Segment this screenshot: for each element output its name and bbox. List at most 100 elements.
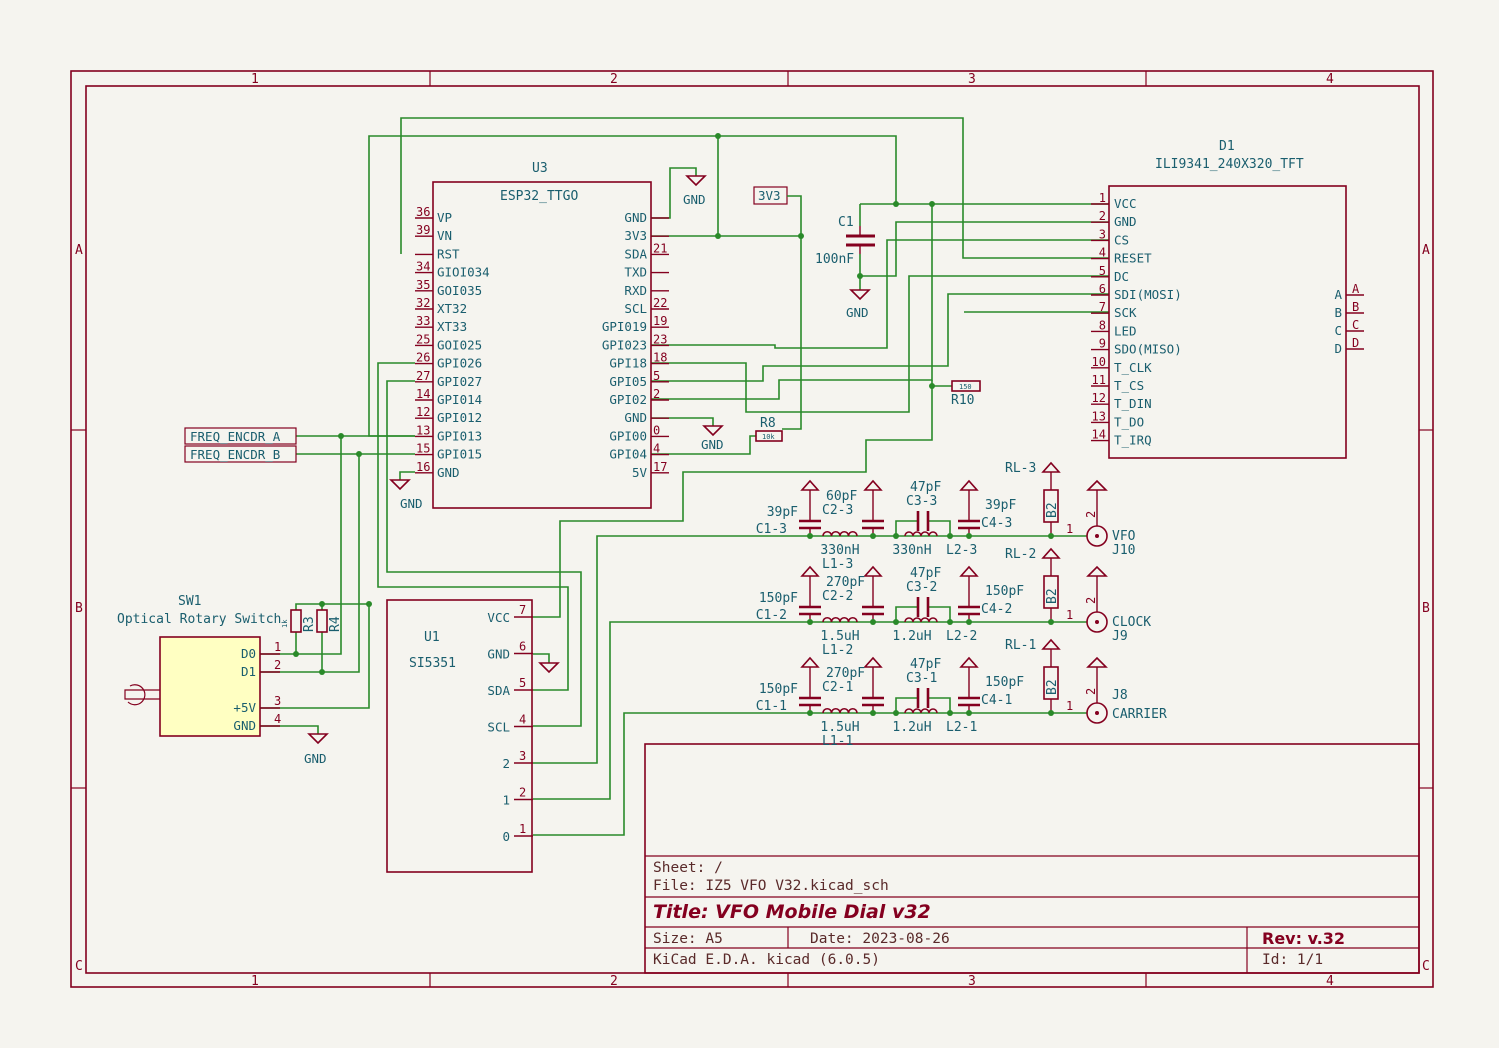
coax-pin-2: 2	[1084, 511, 1098, 518]
u3-pin-number: 4	[653, 442, 660, 456]
junction	[893, 710, 899, 716]
c2-value: 270pF	[826, 666, 865, 681]
u1-pin-name: 0	[502, 829, 510, 844]
c3-value: 47pF	[910, 566, 941, 581]
tb-title: Title: VFO Mobile Dial v32	[653, 901, 931, 923]
d1-side-pin-number: A	[1352, 282, 1360, 296]
u3-pin-name: 3V3	[624, 228, 647, 243]
d1-side-pin-name: B	[1334, 305, 1342, 320]
c3-wire	[895, 520, 918, 536]
d1-pin-name: SDO(MISO)	[1114, 342, 1182, 357]
rl-value: B2	[1045, 502, 1060, 518]
col-label-top-2: 2	[610, 72, 618, 87]
coax-center	[1095, 620, 1099, 624]
l2-ref: L2-2	[946, 629, 977, 644]
junctions	[293, 133, 935, 675]
tb-rev: Rev: v.32	[1262, 929, 1345, 948]
u3-pin-name: GND	[437, 465, 460, 480]
r3-r4-resistors: R3 R4 1k	[281, 609, 343, 633]
coax-pin-1: 1	[1066, 608, 1073, 622]
c4-ref: C4-3	[981, 516, 1012, 531]
c1-value: 39pF	[767, 505, 798, 520]
d1-pin-name: RESET	[1114, 251, 1152, 266]
v33-label: 3V3	[753, 186, 802, 236]
gnd-icon	[959, 565, 979, 577]
junction	[947, 533, 953, 539]
u1-pin-name: SDA	[487, 683, 510, 698]
r8-value: 10k	[762, 433, 775, 441]
d1-side-pin-name: C	[1334, 323, 1342, 338]
d1-pin-number: 5	[1099, 264, 1106, 278]
u3-pin-number: 18	[653, 351, 667, 365]
d1-pin-number: 9	[1099, 337, 1106, 351]
freq-encdr-b-label: FREQ_ENCDR_B	[184, 445, 297, 463]
d1-pin-number: 3	[1099, 227, 1106, 241]
d1-side-pin-name: A	[1334, 287, 1342, 302]
u1-pin-number: 1	[519, 822, 526, 836]
gnd-label: GND	[683, 192, 706, 207]
wires	[260, 117, 1109, 836]
d1-side-pin-number: B	[1352, 300, 1359, 314]
coax-ref: J10	[1112, 543, 1135, 558]
junction	[893, 619, 899, 625]
u3-pin-number: 2	[653, 387, 660, 401]
rl-ref: RL-1	[1005, 638, 1036, 653]
u3-pin-number: 27	[416, 369, 430, 383]
gnd-icon	[800, 656, 820, 668]
u3-pin-name: GOI035	[437, 283, 482, 298]
u3-pin-number: 23	[653, 332, 667, 346]
u3-pin-number: 35	[416, 278, 430, 292]
u3-pin-name: XT32	[437, 301, 467, 316]
sw1-pin-number: 3	[274, 694, 281, 708]
tb-date: Date: 2023-08-26	[810, 931, 950, 947]
tb-sheet: Sheet: /	[653, 860, 723, 876]
sw1-pin-name: D1	[241, 664, 256, 679]
tb-id: Id: 1/1	[1262, 952, 1323, 968]
r8-ref: R8	[760, 416, 776, 431]
u3-pin-name: GPI04	[609, 447, 647, 462]
rl-ref: RL-3	[1005, 461, 1036, 476]
c4-value: 150pF	[985, 584, 1024, 599]
c3-wire	[928, 606, 951, 622]
u3-pin-name: SCL	[624, 301, 647, 316]
c1-ref: C1-3	[756, 522, 787, 537]
freq-encdr-a-label: FREQ_ENCDR_A	[184, 427, 297, 445]
l2-ref: L2-1	[946, 720, 977, 735]
r10-value: 150	[959, 383, 972, 391]
inductor-coil	[822, 616, 858, 623]
gnd-icon	[863, 656, 883, 668]
c3-ref: C3-2	[906, 580, 937, 595]
c3-wire	[895, 697, 918, 713]
u3-pin-name: GPI014	[437, 392, 482, 407]
sw1-pin-number: 2	[274, 658, 281, 672]
u1-pin-name: SCL	[487, 720, 510, 735]
row-label-right-a: A	[1422, 243, 1430, 258]
c4-value: 39pF	[985, 498, 1016, 513]
d1-pin-number: 8	[1099, 318, 1106, 332]
u3-pin-number: 13	[416, 423, 430, 437]
coax-name: VFO	[1112, 529, 1136, 544]
gnd-icon	[1041, 638, 1061, 650]
u3-pin-name: GPI015	[437, 447, 482, 462]
coax-name: CARRIER	[1112, 707, 1167, 722]
u1-ref: U1	[424, 630, 440, 645]
inductor-coil	[904, 617, 938, 623]
gnd-icon	[800, 479, 820, 491]
r3-ref: R3	[302, 616, 317, 632]
row-label-left-a: A	[75, 243, 83, 258]
u3-pin-number: 25	[416, 332, 430, 346]
col-label-top-3: 3	[968, 72, 976, 87]
c2-value: 270pF	[826, 575, 865, 590]
u3-pin-name: SDA	[624, 246, 647, 261]
l2-value: 1.2uH	[892, 629, 931, 644]
u3-pin-name: GPI18	[609, 356, 647, 371]
u1-pin-number: 4	[519, 713, 526, 727]
d1-pin-name: GND	[1114, 214, 1137, 229]
u3-pin-number: 34	[416, 260, 430, 274]
c4-ref: C4-2	[981, 602, 1012, 617]
rl-value: B2	[1045, 588, 1060, 604]
d1-pin-number: 4	[1099, 246, 1106, 260]
